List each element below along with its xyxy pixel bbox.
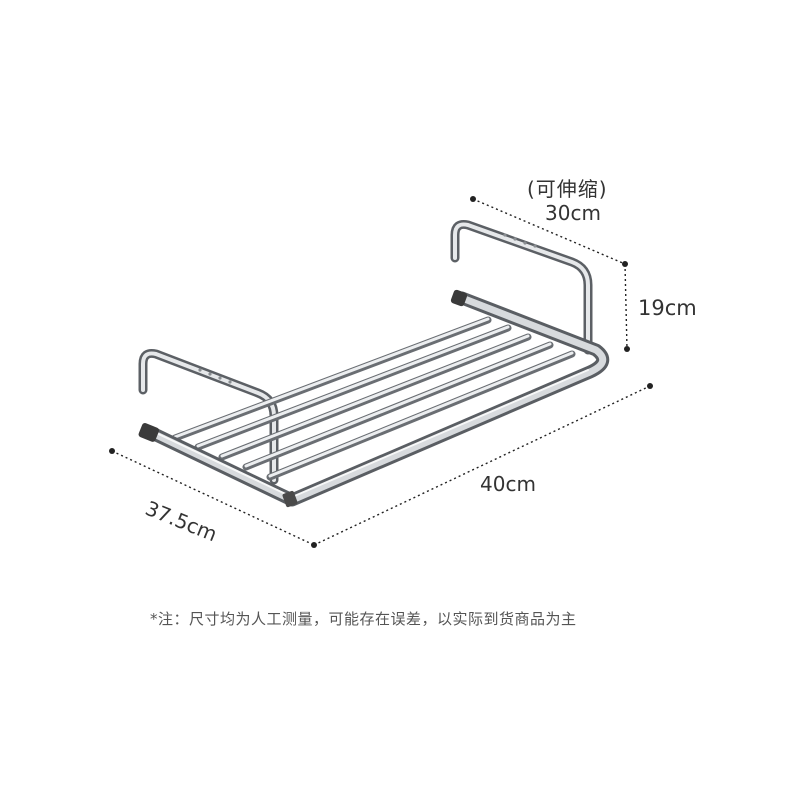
measurement-footnote: *注：尺寸均为人工测量，可能存在误差，以实际到货商品为主 <box>150 610 577 628</box>
width-dimension-label: 40cm <box>480 472 536 496</box>
dimension-endpoints <box>109 196 653 548</box>
left-hook-frame <box>138 349 279 485</box>
depth-top-dimension-label: 30cm <box>545 201 601 225</box>
dim-line-width <box>313 385 651 546</box>
dimension-lines <box>111 198 651 546</box>
rack-bars <box>171 316 576 481</box>
extendable-note-label: (可伸缩) <box>527 177 608 201</box>
height-dimension-label: 19cm <box>638 296 697 320</box>
back-hook-frame <box>450 220 593 355</box>
dim-line-height <box>624 263 628 350</box>
dim-line-depth <box>111 450 315 546</box>
end-caps <box>138 289 468 508</box>
